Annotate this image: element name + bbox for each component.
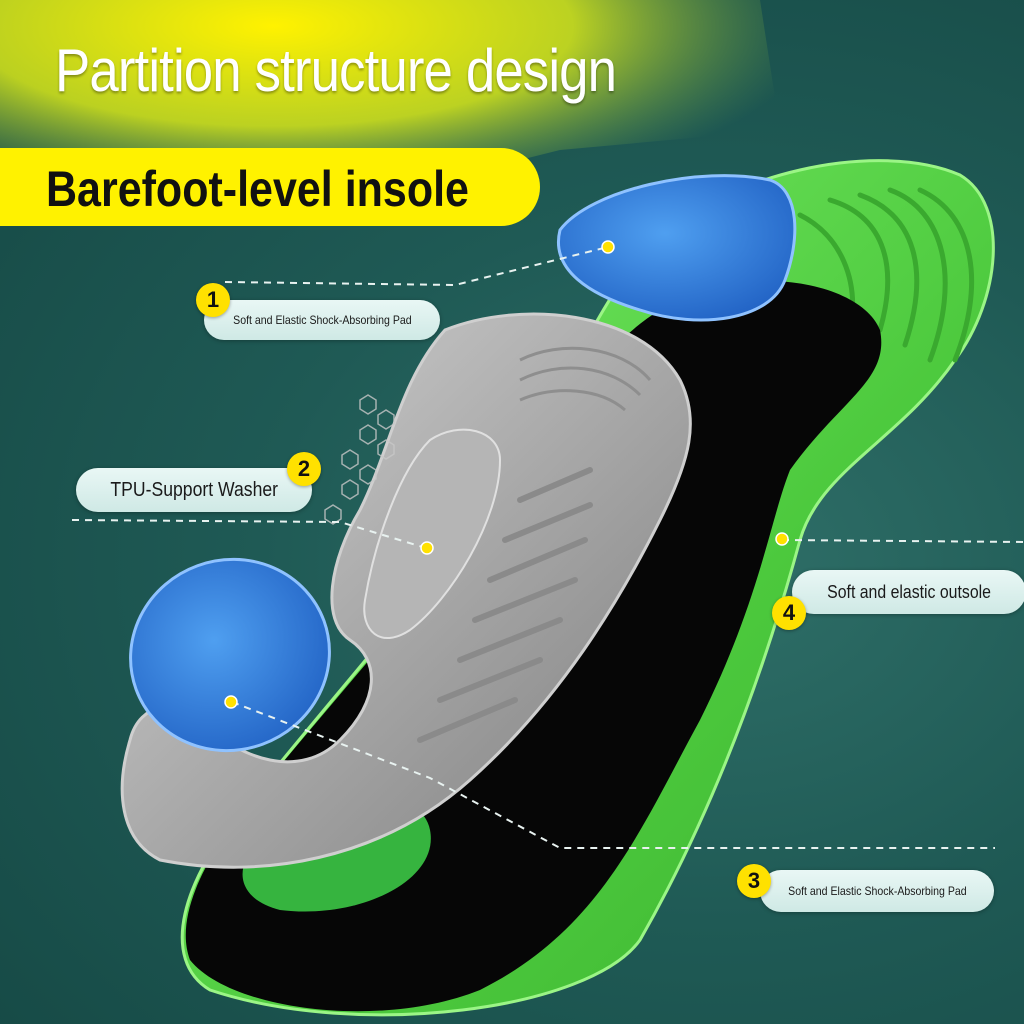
callout-number-2: 2 [287, 452, 321, 486]
callout-number-3: 3 [737, 864, 771, 898]
subtitle-banner [0, 148, 540, 226]
support-ribs [417, 467, 593, 743]
leader-lines [71, 246, 1024, 849]
support-arch-lines [519, 346, 652, 412]
blue-heel-pad [129, 557, 331, 753]
callout-number-4: 4 [772, 596, 806, 630]
support-slot [363, 428, 502, 640]
callout-label-1-text: Soft and Elastic Shock-Absorbing Pad [232, 313, 412, 327]
page-subtitle: Barefoot-level insole [46, 161, 469, 217]
callout-label-3-text: Soft and Elastic Shock-Absorbing Pad [787, 884, 967, 898]
page-title: Partition structure design [55, 37, 617, 104]
callout-label-4: Soft and elastic outsole [792, 570, 1024, 614]
toe-ridges [797, 187, 974, 363]
callout-label-1: Soft and Elastic Shock-Absorbing Pad [204, 300, 440, 340]
callout-label-3: Soft and Elastic Shock-Absorbing Pad [760, 870, 994, 912]
honeycomb-texture [324, 394, 395, 525]
blue-forefoot-pad [557, 174, 797, 322]
callout-label-4-text: Soft and elastic outsole [827, 581, 991, 602]
callout-number-1: 1 [196, 283, 230, 317]
callout-label-2-text: TPU-Support Washer [110, 478, 278, 501]
callout-label-2: TPU-Support Washer [76, 468, 312, 512]
anchor-dots [224, 240, 789, 709]
